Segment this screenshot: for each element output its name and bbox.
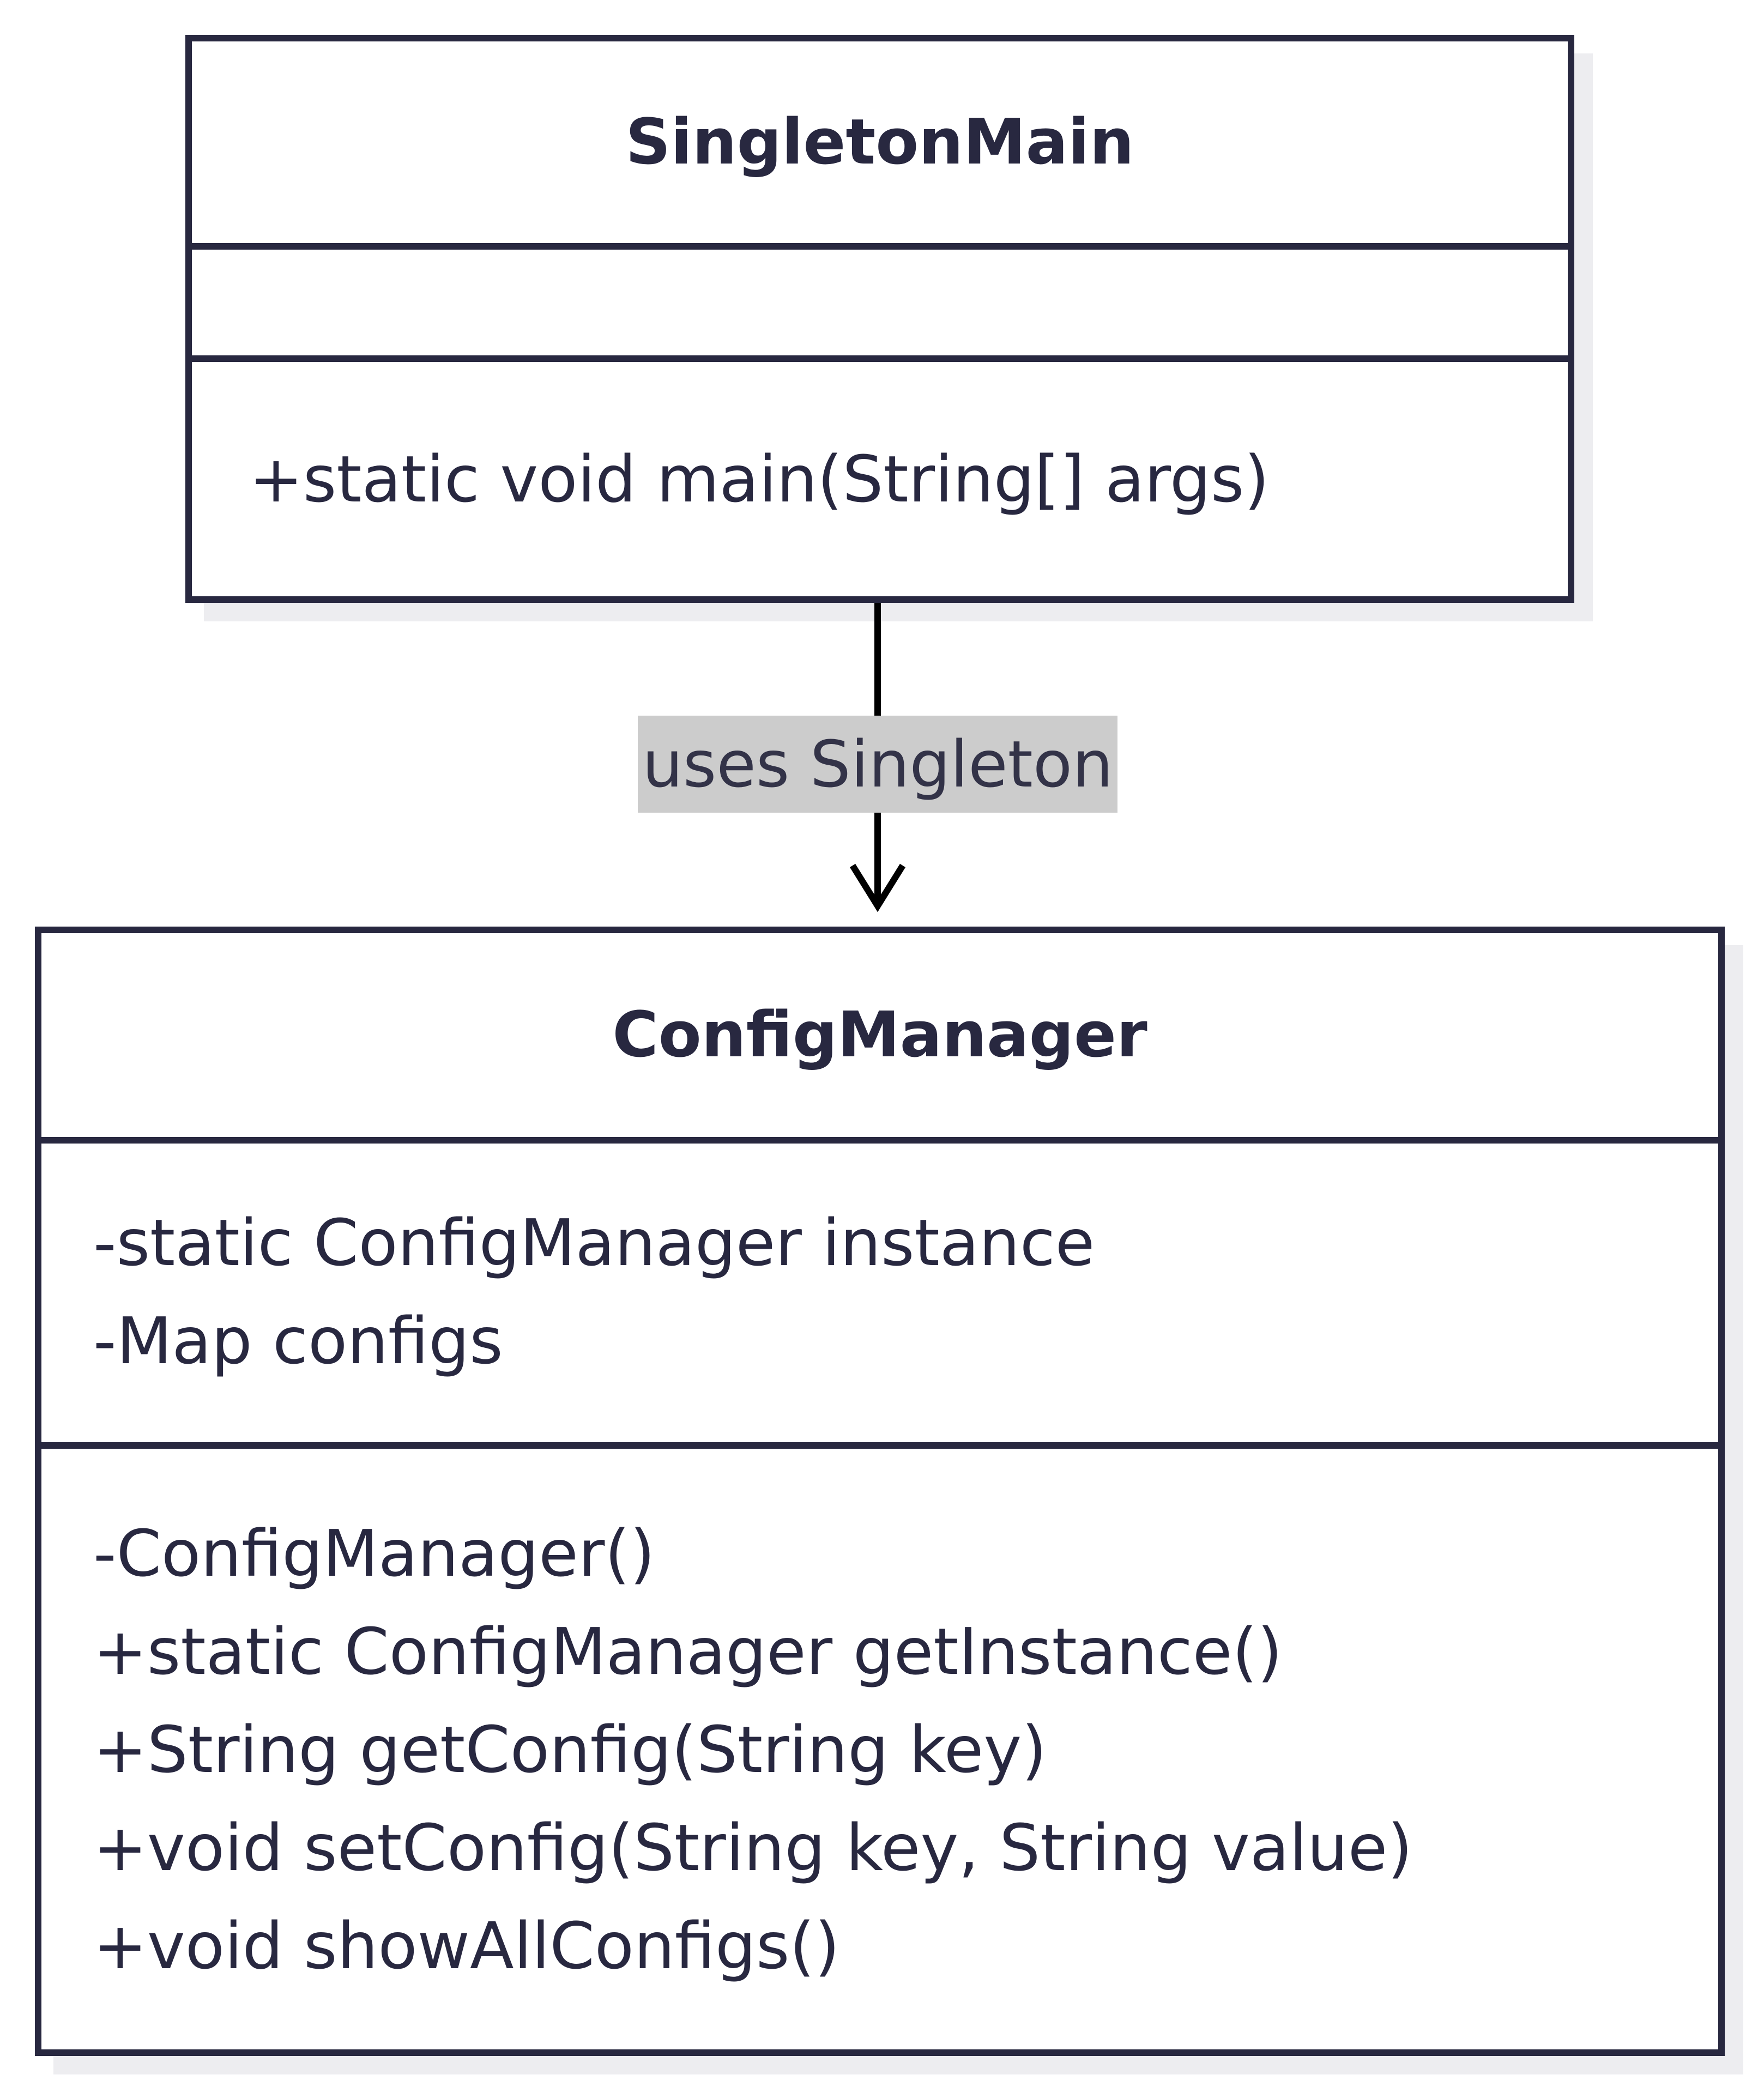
- class-name: SingletonMain: [625, 106, 1134, 179]
- attributes-compartment: [192, 250, 1568, 362]
- methods-compartment: -ConfigManager() +static ConfigManager g…: [41, 1449, 1718, 2049]
- class-singletonmain[interactable]: SingletonMain +static void main(String[]…: [185, 35, 1574, 603]
- class-configmanager[interactable]: ConfigManager -static ConfigManager inst…: [35, 927, 1725, 2056]
- class-name: ConfigManager: [612, 999, 1147, 1072]
- method: +void showAllConfigs(): [93, 1908, 840, 1983]
- attribute: -static ConfigManager instance: [93, 1205, 1095, 1280]
- attribute: -Map configs: [93, 1303, 503, 1378]
- arrow-head-icon: [849, 863, 906, 912]
- method: +static ConfigManager getInstance(): [93, 1614, 1283, 1689]
- class-name-compartment: SingletonMain: [192, 41, 1568, 250]
- method: +String getConfig(String key): [93, 1712, 1047, 1787]
- attributes-compartment: -static ConfigManager instance -Map conf…: [41, 1144, 1718, 1449]
- method: +static void main(String[] args): [249, 441, 1270, 517]
- methods-compartment: +static void main(String[] args): [192, 362, 1568, 596]
- method: +void setConfig(String key, String value…: [93, 1810, 1413, 1885]
- method: -ConfigManager(): [93, 1516, 655, 1591]
- class-name-compartment: ConfigManager: [41, 933, 1718, 1144]
- relationship-label: uses Singleton: [638, 716, 1117, 813]
